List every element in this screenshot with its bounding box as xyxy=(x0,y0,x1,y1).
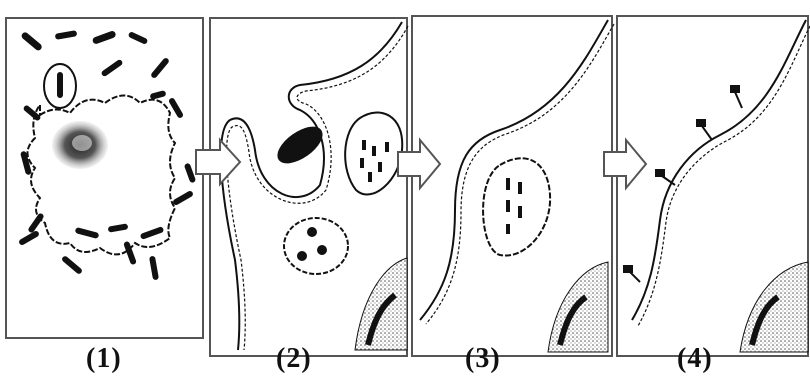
cell-membrane xyxy=(420,20,608,320)
arrow-2-to-3 xyxy=(398,140,440,188)
bacteria-scattered xyxy=(18,30,196,280)
peptide-mhc-complexes xyxy=(506,178,522,234)
surface-antigen-markers xyxy=(624,86,742,282)
nucleus-corner xyxy=(740,262,808,352)
panel-label-4: (4) xyxy=(677,343,713,375)
panel-3 xyxy=(412,16,614,356)
panel-1 xyxy=(6,18,203,338)
nucleus-corner xyxy=(355,258,407,350)
panel-label-1: (1) xyxy=(86,343,122,375)
vesicle-with-peptides xyxy=(483,158,550,255)
panel-label-3: (3) xyxy=(465,343,501,375)
lysosome xyxy=(284,218,348,274)
bacterial-fragments xyxy=(360,140,389,182)
arrow-3-to-4 xyxy=(604,140,646,188)
panel-2 xyxy=(210,18,408,356)
arrow-right-icon xyxy=(604,140,646,188)
bacterium-inside xyxy=(57,72,63,98)
panel-4 xyxy=(617,16,810,356)
arrow-right-icon xyxy=(398,140,440,188)
panel-label-2: (2) xyxy=(276,343,312,375)
bacterium-being-engulfed xyxy=(271,119,329,170)
panel-1-frame xyxy=(6,18,203,338)
